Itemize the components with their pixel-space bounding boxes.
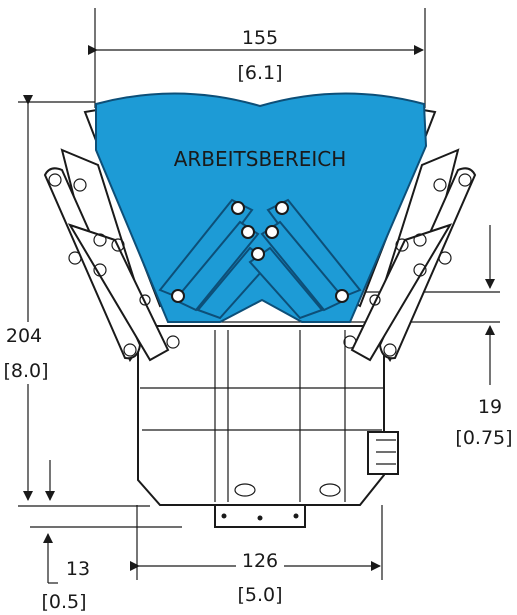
dimension-width-top-mm: 155	[242, 27, 278, 49]
dimension-height-total-mm: 204	[6, 325, 42, 347]
dimension-width-base: 126 [5.0]	[130, 505, 383, 606]
gripper-body	[137, 325, 399, 528]
working-area: ARBEITSBEREICH	[95, 92, 428, 323]
dimension-offset-right-in: [0.75]	[455, 427, 512, 449]
dimension-height-total-in: [8.0]	[3, 360, 48, 382]
dimension-width-base-mm: 126	[242, 550, 278, 572]
dimension-width-base-in: [5.0]	[237, 584, 282, 606]
dimension-height-total: 204 [8.0]	[2, 95, 150, 507]
dimension-offset-bottom-mm: 13	[66, 558, 90, 580]
dimension-offset-bottom-in: [0.5]	[41, 591, 86, 613]
inner-fingers	[158, 198, 362, 320]
dimension-width-top-in: [6.1]	[237, 62, 282, 84]
dimension-offset-bottom: 13 [0.5]	[30, 526, 182, 613]
dimension-width-top: 155 [6.1]	[88, 8, 426, 108]
dimension-offset-right-mm: 19	[478, 396, 502, 418]
working-area-label: ARBEITSBEREICH	[174, 147, 347, 171]
